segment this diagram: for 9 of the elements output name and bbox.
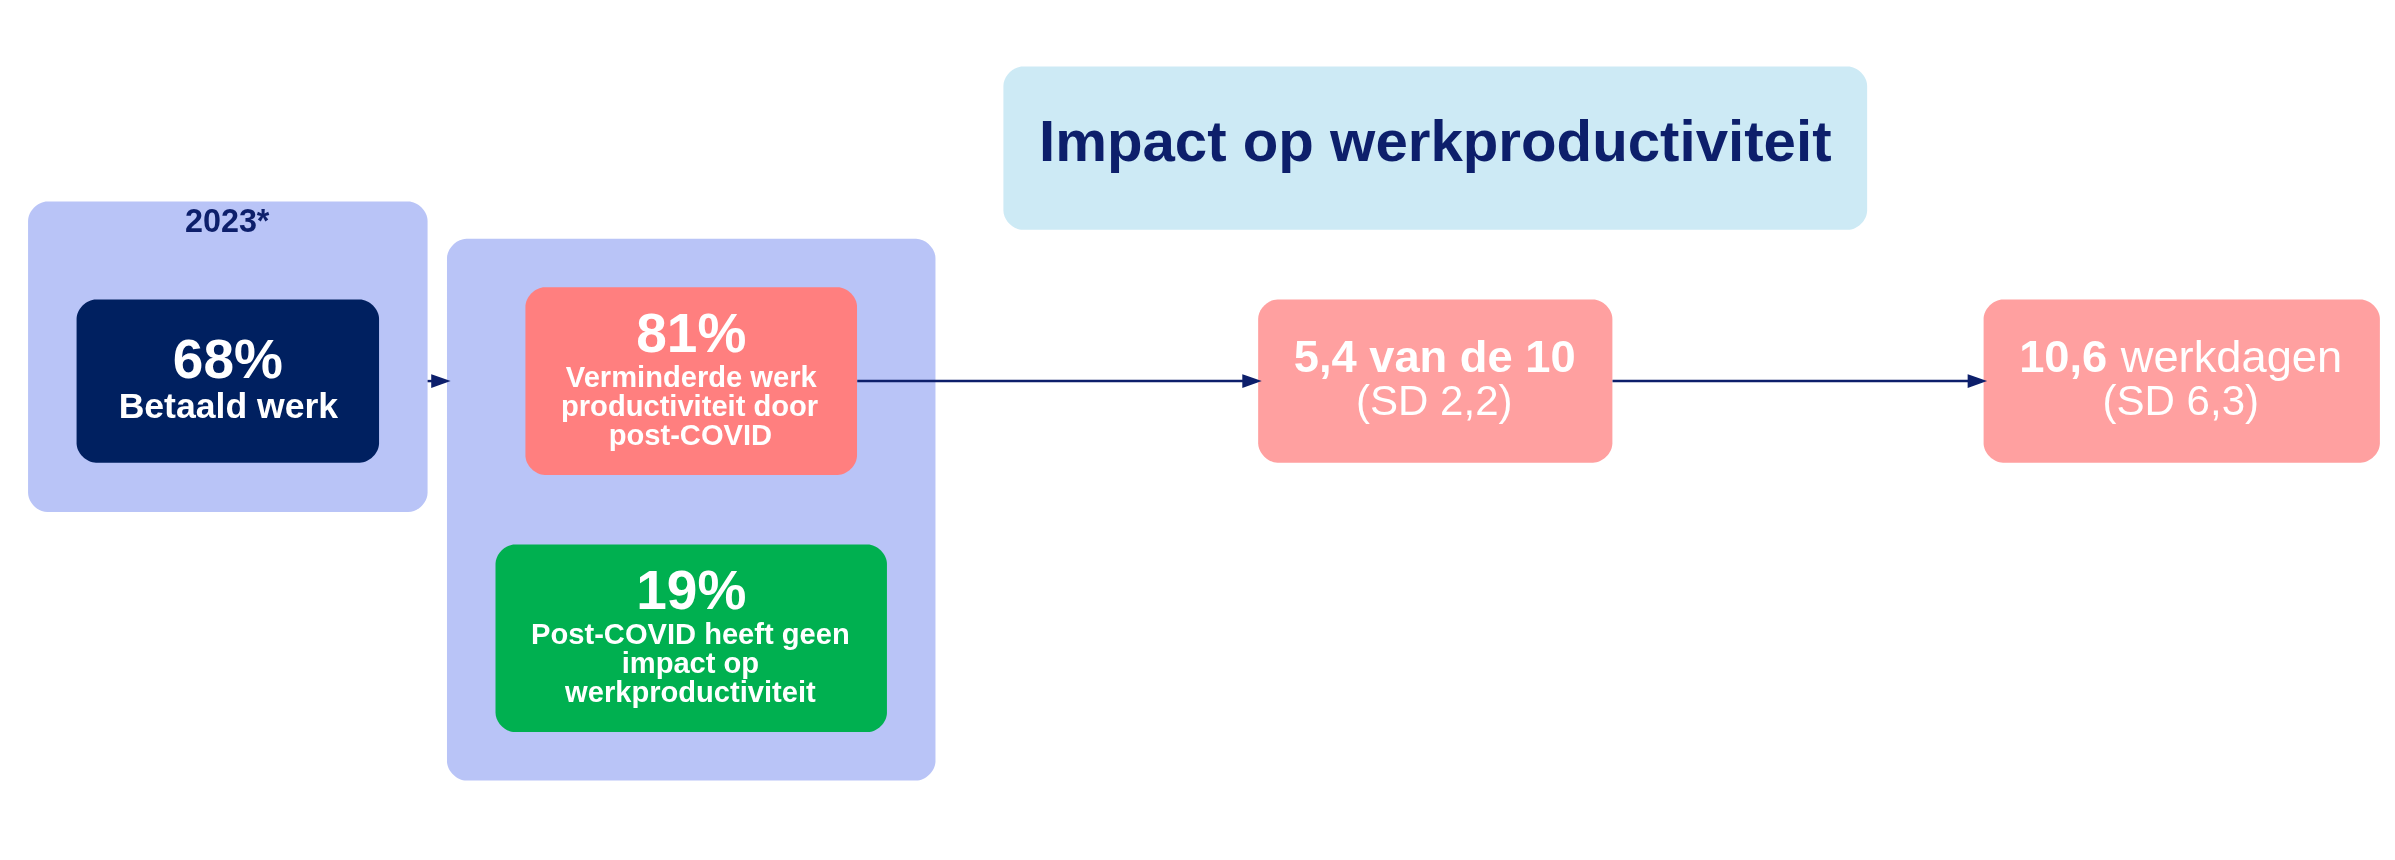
node-box: 81% Verminderde werk productiviteit door post-COVID (525, 287, 857, 475)
node-box: 5,4 van de 10 (SD 2,2) (1258, 299, 1613, 463)
arrow (857, 374, 1262, 388)
node-box: 19% Post-COVID heeft geen impact op werkproductiviteit (495, 544, 887, 733)
arrow (1612, 374, 1988, 388)
node-box: 68% Betaald werk (76, 299, 380, 463)
node-box: 10,6 werkdagen (SD 6,3) (1983, 299, 2380, 463)
node-box: Impact op werkproductiviteit (1003, 66, 1868, 230)
cluster (447, 238, 936, 781)
